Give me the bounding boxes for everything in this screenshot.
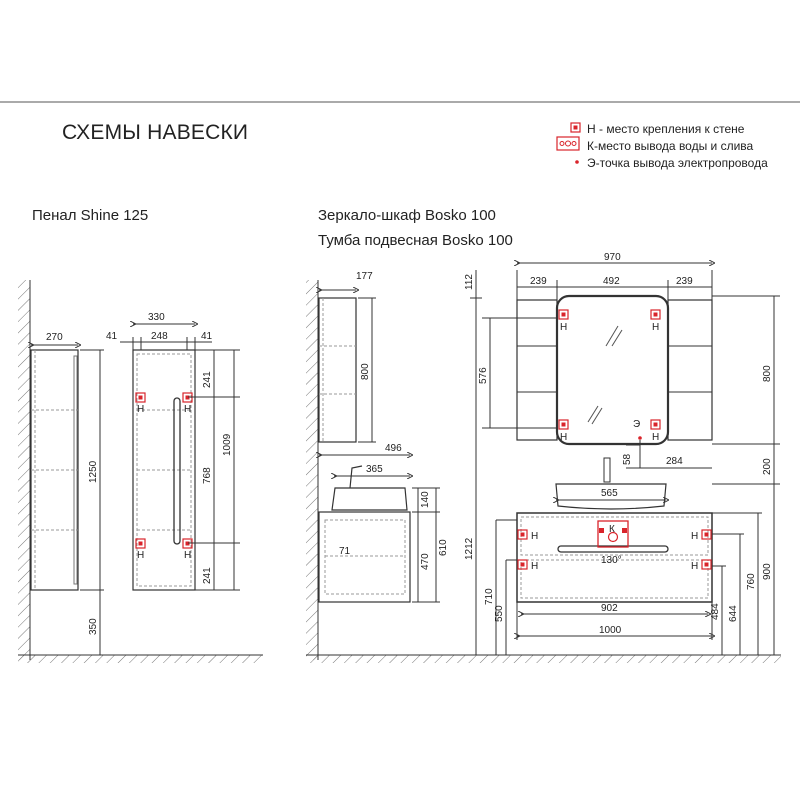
mirror-e-label: Э [633, 419, 640, 430]
mirror-glass [555, 294, 670, 446]
legend-k-label: К-место вывода воды и слива [587, 139, 754, 153]
penal-h-marker-bl: Н [135, 538, 146, 561]
dim-492: 492 [603, 276, 620, 287]
dim-241-bottom: 241 [202, 567, 213, 584]
mirror-side-view [318, 297, 357, 443]
dim-902: 902 [601, 603, 618, 614]
dim-470: 470 [420, 553, 431, 570]
svg-text:Н: Н [560, 322, 567, 333]
caption-mirror: Зеркало-шкаф Bosko 100 [318, 207, 496, 224]
svg-text:Н: Н [184, 404, 191, 415]
dim-1212: 1212 [464, 537, 475, 560]
mirror-h-marker-bl: Н [558, 419, 569, 443]
penal-handle [173, 397, 181, 545]
dim-330: 330 [148, 312, 165, 323]
dim-71: 71 [339, 546, 351, 557]
cabinet-h-marker-tr: Н [691, 529, 712, 542]
dim-177: 177 [356, 271, 373, 282]
cabinet-h-marker-br: Н [691, 559, 712, 572]
faucet [603, 457, 611, 483]
page-title: СХЕМЫ НАВЕСКИ [62, 121, 249, 144]
svg-text:Н: Н [652, 322, 659, 333]
basin-front [555, 483, 667, 510]
cabinet-handle [557, 545, 669, 553]
caption-cabinet: Тумба подвесная Bosko 100 [318, 232, 513, 249]
dim-1250: 1250 [88, 460, 99, 483]
dim-130: 130° [601, 555, 622, 566]
dim-484: 484 [710, 603, 721, 620]
cabinet-side-view [318, 511, 411, 603]
floor-right [306, 655, 781, 663]
dim-1000: 1000 [599, 625, 622, 636]
dim-112: 112 [464, 274, 475, 290]
mirror-cabinet-right [667, 299, 713, 441]
dim-644: 644 [728, 605, 739, 622]
legend-h-label: Н - место крепления к стене [587, 122, 745, 136]
svg-text:Н: Н [531, 561, 538, 572]
cabinet-h-marker-tl: Н [517, 529, 538, 542]
svg-text:К: К [609, 524, 615, 535]
dim-200: 200 [762, 458, 773, 475]
floor-left [18, 655, 263, 663]
dim-365: 365 [366, 464, 383, 475]
dim-900: 900 [762, 563, 773, 580]
mirror-h-marker-tl: Н [558, 309, 569, 333]
dim-576: 576 [478, 367, 489, 384]
dim-760: 760 [746, 573, 757, 590]
legend-h-icon [570, 122, 581, 133]
svg-text:Н: Н [691, 561, 698, 572]
dim-41-left: 41 [106, 331, 118, 342]
dim-610: 610 [438, 539, 449, 556]
cabinet-front [516, 512, 713, 603]
basin-side [331, 465, 408, 511]
dim-41-right: 41 [201, 331, 213, 342]
dim-350: 350 [88, 618, 99, 635]
svg-text:Н: Н [691, 531, 698, 542]
mirror-h-marker-br: Н [650, 419, 661, 443]
cabinet-k-marker: К [597, 520, 629, 548]
svg-text:Н: Н [652, 432, 659, 443]
caption-penal: Пенал Shine 125 [32, 207, 149, 224]
svg-text:Н: Н [560, 432, 567, 443]
svg-text:Н: Н [184, 550, 191, 561]
mirror-e-point [638, 436, 642, 440]
penal-wall [18, 280, 30, 660]
legend-e-icon [575, 160, 579, 164]
dim-140: 140 [420, 491, 431, 508]
svg-text:Н: Н [137, 404, 144, 415]
dim-800-side: 800 [360, 363, 371, 380]
dim-800-front: 800 [762, 365, 773, 382]
dim-248: 248 [151, 331, 168, 342]
dim-58: 58 [622, 453, 633, 465]
dim-239-right: 239 [676, 276, 693, 287]
svg-text:Н: Н [531, 531, 538, 542]
legend-k-icon [556, 136, 580, 151]
dim-239-left: 239 [530, 276, 547, 287]
dim-496: 496 [385, 443, 402, 454]
side-wall [306, 280, 318, 660]
dim-970: 970 [604, 252, 621, 263]
cabinet-h-marker-bl: Н [517, 559, 538, 572]
legend-e-label: Э-точка вывода электропровода [587, 156, 768, 170]
dim-550: 550 [494, 605, 505, 622]
dim-284: 284 [666, 456, 683, 467]
dim-1009: 1009 [222, 433, 233, 456]
dim-710: 710 [484, 588, 495, 605]
mirror-cabinet-left [516, 299, 558, 441]
dim-270: 270 [46, 332, 63, 343]
dim-768: 768 [202, 467, 213, 484]
penal-h-marker-tl: Н [135, 392, 146, 415]
dim-565: 565 [601, 488, 618, 499]
dim-241-top: 241 [202, 371, 213, 388]
penal-front-view [132, 349, 196, 591]
mirror-h-marker-tr: Н [650, 309, 661, 333]
svg-text:Н: Н [137, 550, 144, 561]
